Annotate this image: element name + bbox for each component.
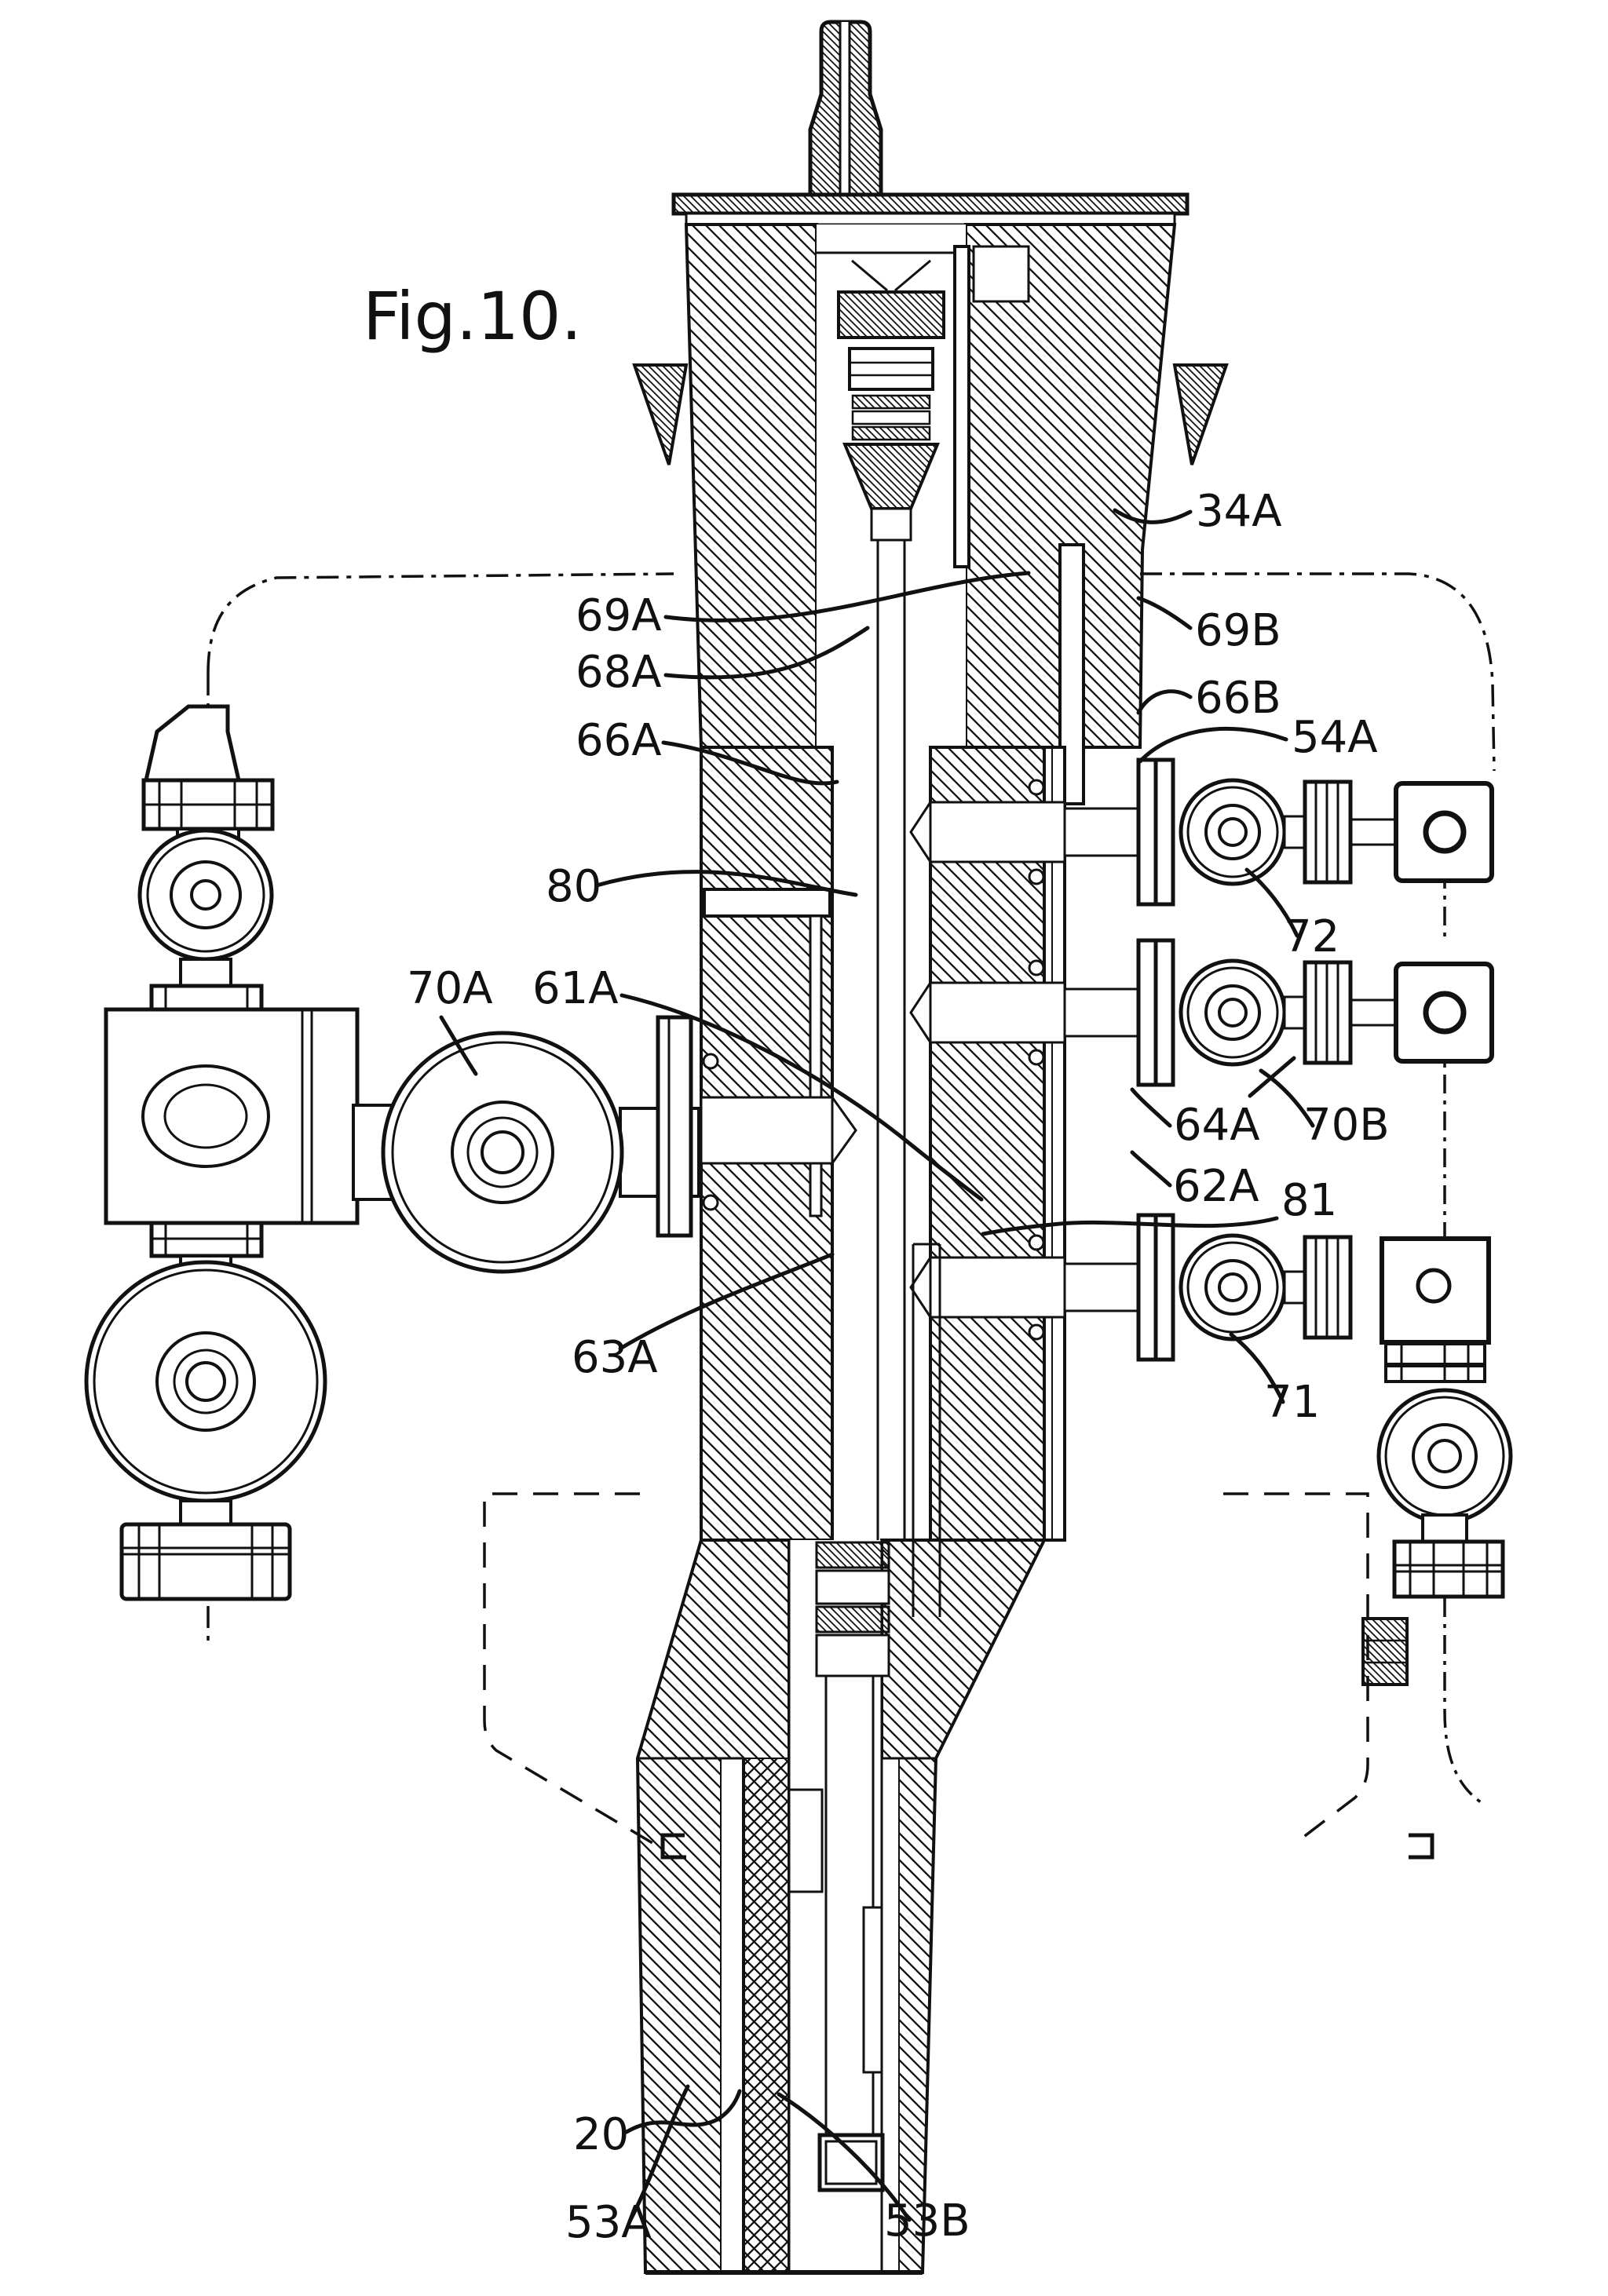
branch3-valve-wheel — [1179, 1233, 1287, 1341]
leader-81 — [981, 1216, 1279, 1236]
callout-34A: 34A — [1196, 486, 1282, 537]
left-valve-bore — [141, 1064, 270, 1168]
left-flange-bottom — [119, 1522, 292, 1601]
right-branch-3 — [1063, 1213, 1513, 1599]
leader-68A — [663, 626, 870, 680]
callout-72: 72 — [1284, 911, 1339, 962]
callout-81: 81 — [1281, 1175, 1337, 1226]
leader-71 — [1229, 1332, 1285, 1404]
hanger-nut-69A — [837, 290, 945, 339]
leader-69B — [1136, 596, 1193, 630]
left-valve-wheel — [137, 828, 274, 962]
valve-70A — [381, 1015, 700, 1274]
callout-68A: 68A — [576, 647, 662, 698]
gauge-port-1 — [1423, 810, 1467, 854]
left-lower-valve-wheel — [84, 1260, 327, 1503]
upper-wall-left — [684, 223, 818, 749]
casing-outline-dashed-right — [1223, 1492, 1369, 1845]
branch2-valve-wheel — [1179, 958, 1287, 1067]
leader-66A — [661, 740, 839, 786]
lower-wall-right — [880, 1539, 1047, 2274]
left-neck-mid — [179, 958, 232, 987]
left-valve-stack — [84, 704, 410, 1601]
leader-54A — [1138, 726, 1288, 764]
actuator-port-3 — [1416, 1268, 1452, 1304]
callout-80: 80 — [546, 861, 601, 912]
leader-70B — [1259, 1068, 1315, 1128]
seal-stack-68A — [848, 347, 934, 391]
skirt-left — [632, 363, 689, 465]
callout-69A: 69A — [576, 590, 662, 641]
leader-69A — [663, 571, 1031, 622]
leader-63A — [618, 1252, 835, 1351]
leader-70B — [1248, 1056, 1296, 1098]
phantom-loop-left — [206, 572, 674, 674]
callout-71: 71 — [1264, 1377, 1320, 1428]
central-tube — [876, 540, 906, 1540]
callout-64A: 64A — [1174, 1100, 1260, 1151]
skirt-right — [1172, 363, 1229, 465]
callout-70B: 70B — [1303, 1100, 1390, 1151]
stud-bolt — [1361, 1617, 1409, 1686]
leader-20 — [624, 2089, 742, 2134]
right-flange-column — [1043, 746, 1066, 1542]
callout-63A: 63A — [572, 1332, 658, 1383]
hanger-80 — [703, 888, 831, 918]
gauge-port-2 — [1423, 991, 1467, 1035]
leader-70A — [439, 1015, 478, 1076]
body-cap-band — [671, 192, 1190, 216]
casing-outline-dashed-left — [483, 1492, 659, 1848]
leader-53A — [627, 2084, 690, 2224]
figure-title: Fig.10. — [363, 278, 582, 355]
gauge-box-1 — [1394, 781, 1494, 883]
lower-right-valve-wheel — [1376, 1388, 1513, 1524]
plate-69B — [953, 245, 970, 568]
leader-61A — [619, 993, 984, 1202]
callout-66B: 66B — [1195, 673, 1281, 724]
right-branches — [1063, 757, 1513, 1599]
valve-70A-body-flange — [656, 1015, 693, 1238]
callout-66A: 66A — [576, 715, 662, 766]
callout-70A: 70A — [407, 963, 493, 1014]
lower-hanger-stack — [815, 1541, 890, 1677]
callout-20: 20 — [573, 2109, 629, 2160]
phantom-loop-right — [1140, 572, 1496, 772]
right-wall-ports — [909, 798, 1066, 1322]
gauge-box-2 — [1394, 962, 1494, 1064]
leader-34A — [1113, 508, 1193, 524]
left-wall-port — [700, 1096, 834, 1165]
leader-80 — [594, 870, 858, 897]
mid-wall-right — [929, 746, 1046, 1542]
valve-70A-wheel — [381, 1031, 624, 1274]
leader-72 — [1244, 867, 1299, 938]
branch1-valve-wheel — [1179, 778, 1287, 886]
casing-liner-left — [742, 1758, 791, 2273]
left-flange-mid — [149, 984, 264, 1012]
left-top-plug — [143, 704, 242, 783]
right-branch-1 — [1063, 757, 1494, 907]
leader-66B — [1136, 689, 1193, 715]
hanger-53A — [788, 1788, 824, 1893]
callout-69B: 69B — [1195, 605, 1281, 656]
break-bracket-right — [1409, 1833, 1434, 1860]
right-branch-2 — [1063, 938, 1494, 1087]
leader-62A — [1130, 1150, 1172, 1188]
leader-53B — [777, 2092, 912, 2222]
callout-61A: 61A — [532, 963, 619, 1014]
leader-64A — [1130, 1087, 1172, 1128]
callout-53A: 53A — [565, 2197, 652, 2248]
callout-62A: 62A — [1173, 1161, 1259, 1212]
right-column-centerline-3 — [1443, 1598, 1486, 1807]
actuator-box-3 — [1380, 1236, 1491, 1345]
lower-right-flange — [1392, 1539, 1505, 1599]
hanger-53B — [862, 1906, 883, 2074]
flange-bolts — [702, 779, 1045, 1341]
main-body — [632, 20, 1409, 2275]
callout-54A: 54A — [1292, 712, 1378, 763]
callout-53B: 53B — [884, 2196, 970, 2247]
left-neck-bottom — [179, 1499, 232, 1526]
